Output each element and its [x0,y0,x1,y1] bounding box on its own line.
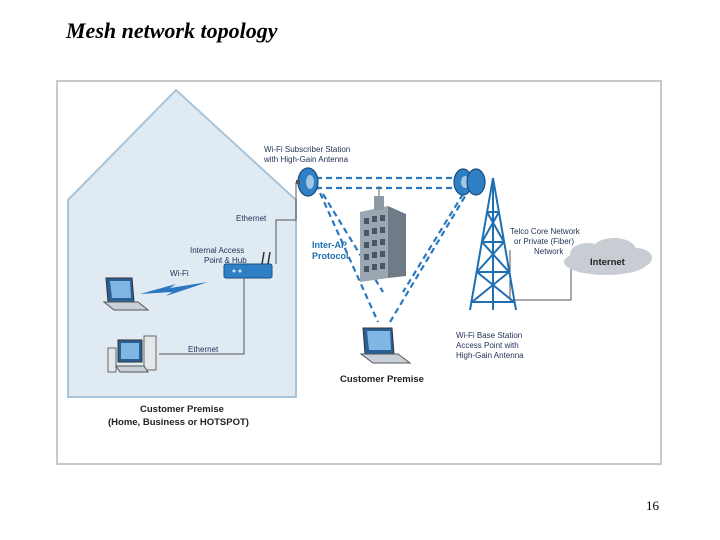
customer-premise-house-label-line1: Customer Premise [140,404,224,415]
access-point-label-line1: Internal Access [190,246,244,255]
house-outline [67,88,297,398]
wifi-label: Wi-Fi [170,269,189,278]
subscriber-station-label-line2: with High-Gain Antenna [263,155,349,164]
ethernet-bottom-label: Ethernet [188,345,219,354]
inter-ap-label-line2: Protocol [312,251,349,261]
access-point-router-icon [223,251,273,279]
cell-tower-icon [469,177,517,311]
laptop-house-icon [102,277,150,311]
subscriber-station-label-line1: Wi-Fi Subscriber Station [264,145,350,154]
internet-label: Internet [590,257,626,268]
base-station-label-line1: Wi-Fi Base Station [456,331,522,340]
office-building-icon [360,186,406,282]
base-station-label-line3: High-Gain Antenna [456,351,524,360]
desktop-computer-icon [107,335,157,373]
wifi-signal-icon [140,282,208,296]
internet-cloud-icon [564,238,652,275]
laptop-customer-premise-icon [359,327,412,364]
base-station-label-line2: Access Point with [456,341,519,350]
telco-label-line1: Telco Core Network [510,227,581,236]
telco-label-line3: Network [534,247,564,256]
base-station-antenna-icon [453,168,486,196]
ethernet-top-label: Ethernet [236,214,267,223]
customer-premise-house-label-line2: (Home, Business or HOTSPOT) [108,417,249,428]
mesh-diagram: Wi-Fi Subscriber Station with High-Gain … [67,88,652,428]
mesh-diagram-figure: Wi-Fi Subscriber Station with High-Gain … [56,80,662,465]
customer-premise-right-label: Customer Premise [340,374,424,385]
subscriber-antenna-icon [296,167,319,197]
inter-ap-label-line1: Inter-AP [312,240,347,250]
page-number: 16 [646,498,659,513]
telco-label-line2: or Private (Fiber) [514,237,574,246]
access-point-label-line2: Point & Hub [204,256,247,265]
slide-title: Mesh network topology [66,18,278,43]
